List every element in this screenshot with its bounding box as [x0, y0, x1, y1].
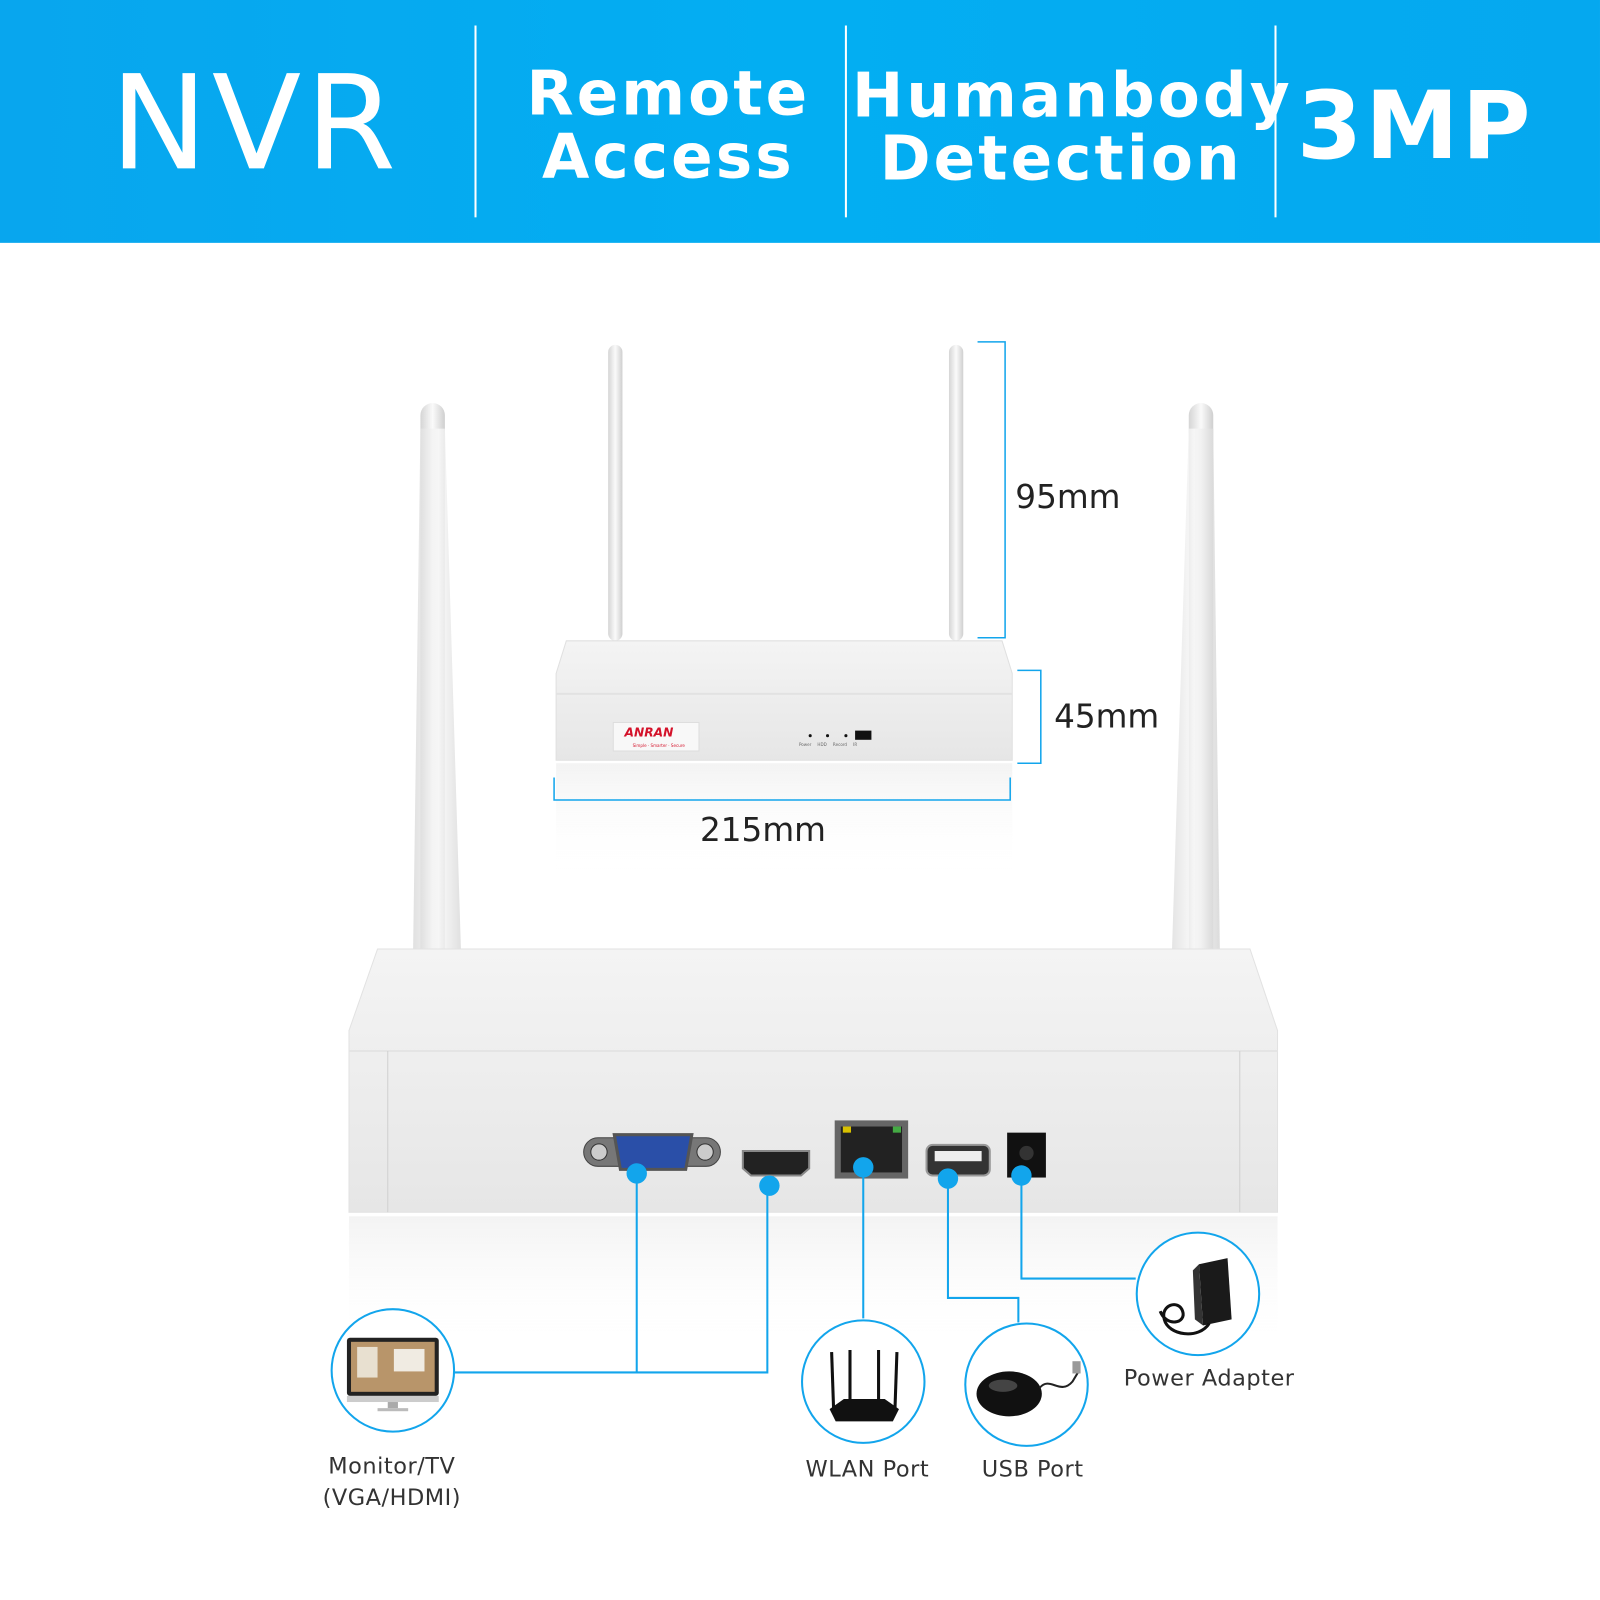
antenna — [608, 344, 623, 641]
monitor-icon — [346, 1337, 439, 1412]
indicator-label: IR — [853, 741, 858, 747]
usb-port-label: USB Port — [981, 1457, 1084, 1483]
dimension-lines — [553, 341, 1042, 801]
connector-lines — [454, 1168, 1136, 1374]
indicator-label: Record — [832, 741, 848, 747]
banner-humanbody-detection: Humanbody Detection — [852, 60, 1293, 195]
wlan-port-label: WLAN Port — [805, 1457, 930, 1483]
divider — [1274, 25, 1277, 218]
router-icon — [829, 1349, 899, 1422]
mouse-circle — [964, 1322, 1089, 1447]
brand-tagline: Simple · Smarter · Secure — [632, 742, 685, 748]
banner-line: Humanbody — [852, 60, 1293, 132]
banner-nvr: NVR — [110, 47, 401, 200]
connector-dots — [626, 1157, 1032, 1196]
feature-banner: NVR Remote Access Humanbody Detection 3M… — [0, 0, 1600, 243]
dimension-height: 45mm — [1054, 696, 1160, 736]
banner-remote-access: Remote Access — [490, 63, 847, 187]
vga-port — [583, 1133, 721, 1171]
label-line: (VGA/HDMI) — [322, 1485, 462, 1512]
router-circle — [801, 1319, 926, 1444]
divider — [474, 25, 477, 218]
dimension-antenna-height: 95mm — [1015, 477, 1121, 517]
banner-line: Detection — [879, 123, 1243, 195]
indicator-label: HDD — [817, 741, 827, 747]
brand-logo: ANRAN — [624, 725, 674, 740]
label-line: Monitor/TV — [328, 1454, 456, 1480]
indicator-labels: Power HDD Record IR — [799, 742, 857, 747]
banner-line: Access — [541, 121, 795, 193]
monitor-circle — [330, 1308, 456, 1433]
indicator-label: Power — [798, 741, 812, 747]
banner-3mp: 3MP — [1296, 71, 1534, 181]
dimension-width: 215mm — [699, 810, 826, 849]
power-adapter-label: Power Adapter — [1123, 1366, 1295, 1392]
power-adapter-icon — [1158, 1258, 1232, 1336]
hdmi-port — [741, 1149, 811, 1177]
power-adapter-circle — [1135, 1231, 1261, 1357]
usb-port — [925, 1143, 991, 1177]
antenna — [948, 344, 964, 641]
divider — [844, 25, 847, 218]
mouse-icon — [976, 1361, 1081, 1417]
monitor-label: Monitor/TV (VGA/HDMI) — [290, 1451, 494, 1514]
banner-line: Remote — [526, 58, 811, 130]
